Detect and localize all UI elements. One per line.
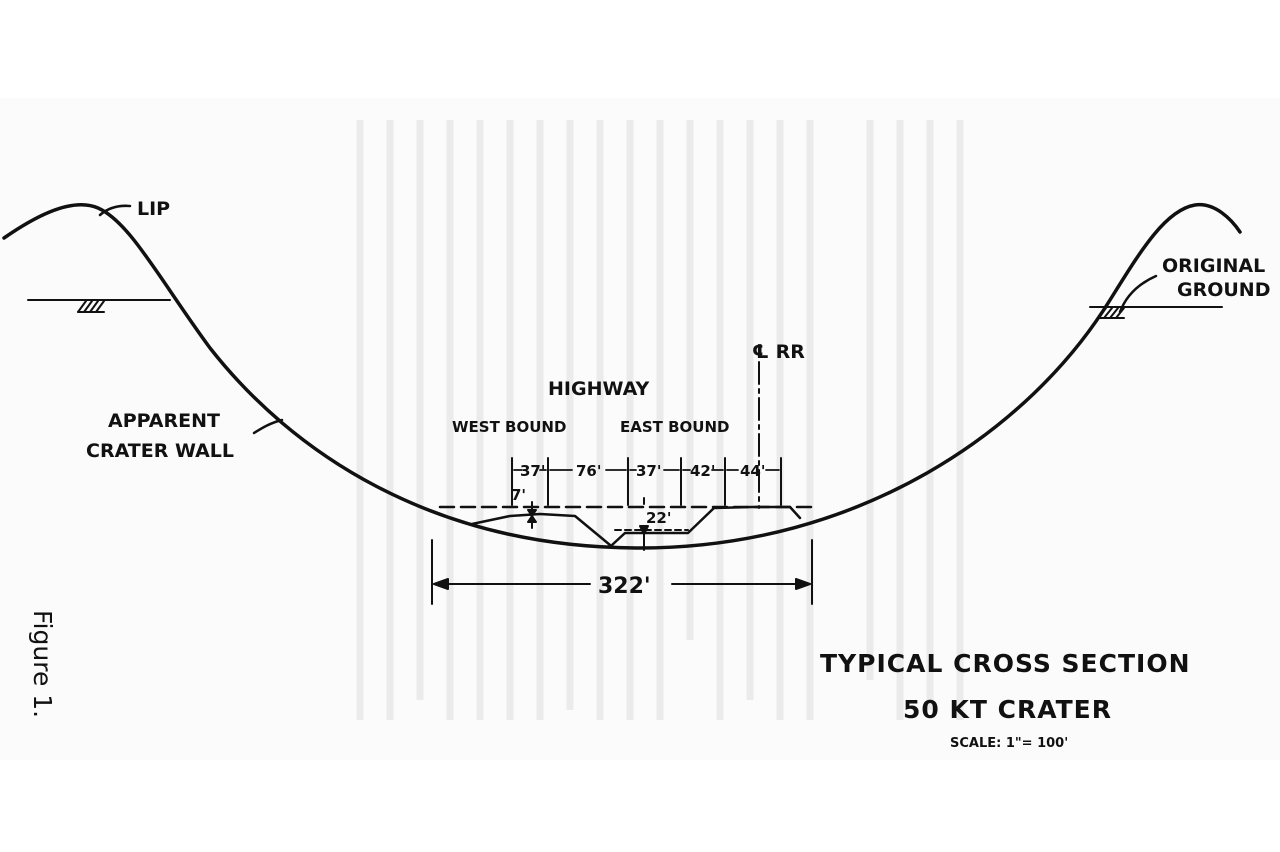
label-apparent-crater-wall-1: APPARENT: [108, 410, 220, 432]
figure-caption: Figure 1.: [28, 610, 57, 718]
crater-wall-leader: [252, 418, 284, 435]
dim-22: 22': [646, 509, 671, 527]
label-highway: HIGHWAY: [548, 378, 649, 400]
ground-hatch-left: [77, 300, 105, 313]
dimension-322ft: [431, 539, 813, 605]
label-original-ground-1: ORIGINAL: [1162, 255, 1265, 277]
dimension-ticks: [511, 457, 782, 506]
lip-leader: [98, 204, 132, 217]
label-original-ground-2: GROUND: [1177, 279, 1270, 301]
dim-37b: 37': [636, 462, 661, 480]
dim-322: 322': [598, 574, 651, 599]
crater-profile: [2, 203, 1242, 550]
title-line-2: 50 KT CRATER: [903, 695, 1112, 724]
label-lip: LIP: [137, 198, 170, 220]
dim-44: 44': [740, 462, 765, 480]
label-apparent-crater-wall-2: CRATER WALL: [86, 440, 234, 462]
original-ground-leader: [1118, 274, 1158, 314]
title-scale: SCALE: 1"= 100': [950, 736, 1068, 751]
roadway-section-east: [712, 505, 802, 520]
dim-42: 42': [690, 462, 715, 480]
dim-7: 7': [511, 486, 526, 504]
label-centerline-rr: ℄ RR: [752, 341, 805, 363]
roadway-section-median: [610, 506, 716, 547]
label-west-bound: WEST BOUND: [452, 418, 566, 436]
title-line-1: TYPICAL CROSS SECTION: [820, 649, 1191, 678]
dimension-22ft-marker: [639, 497, 649, 551]
bleed-through-texture: [356, 120, 964, 720]
roadway-section-west: [470, 512, 612, 547]
dim-76: 76': [576, 462, 601, 480]
page-scan-area: [0, 98, 1280, 760]
dimension-7ft-marker: [527, 501, 537, 529]
dim-37a: 37': [520, 462, 545, 480]
label-east-bound: EAST BOUND: [620, 418, 729, 436]
